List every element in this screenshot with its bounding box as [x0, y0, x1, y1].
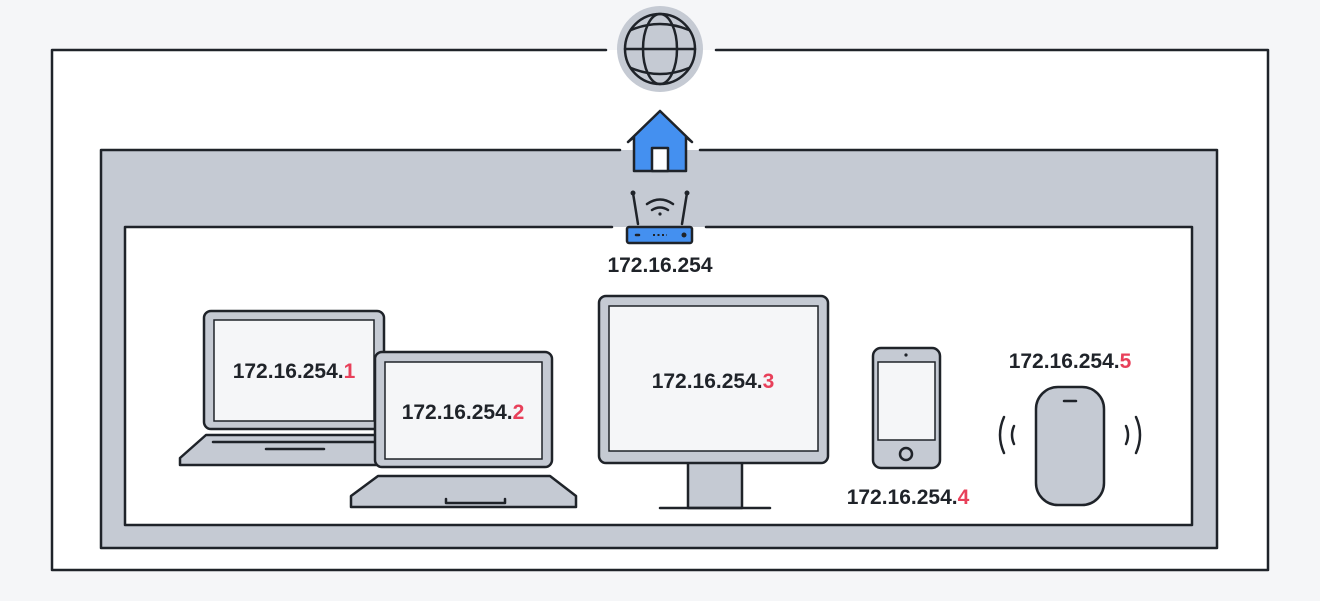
house-icon: [626, 109, 694, 173]
desktop-monitor: [597, 294, 830, 510]
device-ip-label-1: 172.16.254.1: [233, 360, 356, 383]
laptop-1: [178, 309, 386, 467]
globe-icon: [617, 6, 703, 92]
device-ip-label-5: 172.16.254.5: [1009, 350, 1132, 373]
device-ip-label-2: 172.16.254.2: [402, 401, 525, 424]
wifi-router-icon: [625, 190, 694, 245]
smart-speaker: [998, 385, 1142, 507]
device-ip-label-3: 172.16.254.3: [652, 370, 775, 393]
laptop-2: [349, 350, 578, 509]
smartphone: [871, 346, 942, 470]
device-ip-label-4: 172.16.254.4: [847, 486, 970, 509]
router-ip-label: 172.16.254: [607, 254, 712, 277]
